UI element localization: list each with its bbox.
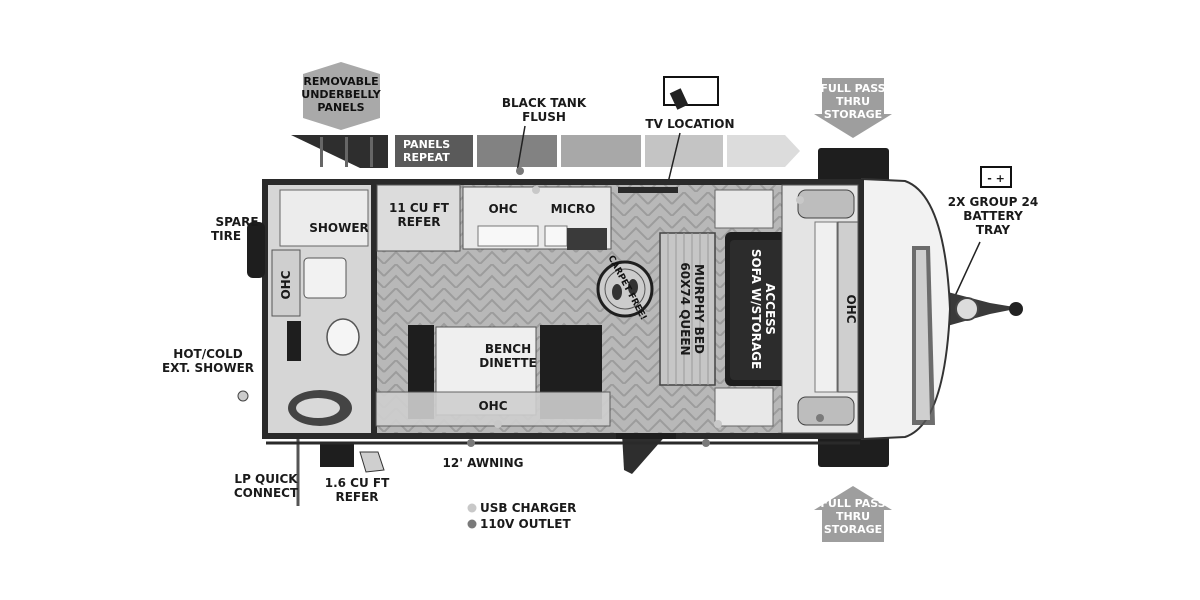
ohc-bath-label: OHC bbox=[279, 270, 293, 299]
battery-label-1: 2X GROUP 24 bbox=[948, 195, 1039, 209]
black-tank-label-1: BLACK TANK bbox=[502, 96, 587, 110]
ext-shower-icon bbox=[237, 390, 249, 402]
full-pass-top-2: THRU bbox=[836, 95, 870, 108]
lp-label-1: LP QUICK bbox=[234, 472, 298, 486]
usb-marker-icon bbox=[796, 196, 804, 204]
panels-repeat-label-1: PANELS bbox=[403, 138, 450, 151]
dinette-ohc bbox=[375, 391, 611, 427]
spare-tire-label-2: TIRE bbox=[211, 229, 241, 243]
refrigerator bbox=[376, 184, 461, 252]
micro-label: MICRO bbox=[551, 202, 596, 216]
black-tank-leader bbox=[516, 125, 526, 173]
murphy-bed-label-2: MURPHY BED bbox=[692, 264, 706, 354]
top-wheel-cover-icon bbox=[797, 189, 855, 219]
usb-marker-icon bbox=[714, 420, 722, 428]
underbelly-label-1: REMOVABLE bbox=[303, 75, 378, 88]
usb-marker-icon bbox=[494, 420, 502, 428]
outlet-marker-icon bbox=[516, 167, 524, 175]
lp-label-2: CONNECT bbox=[234, 486, 299, 500]
small-refer-icon bbox=[359, 451, 385, 473]
ext-shower-label-1: HOT/COLD bbox=[173, 347, 242, 361]
ohc-dinette-label: OHC bbox=[478, 399, 507, 413]
sofa-label-1: SOFA W/STORAGE bbox=[749, 249, 763, 369]
bath-wall bbox=[371, 185, 377, 433]
bottom-wheel-cover-icon bbox=[797, 396, 855, 426]
awning-label: 12' AWNING bbox=[443, 456, 524, 470]
usb-marker-icon bbox=[532, 186, 540, 194]
carpet-free-badge bbox=[596, 260, 654, 318]
usb-charger-legend-icon bbox=[467, 503, 477, 513]
underbelly-panels-bar bbox=[291, 135, 800, 168]
black-tank-label-2: FLUSH bbox=[522, 110, 566, 124]
ohc-front-label: OHC bbox=[844, 294, 858, 323]
underbelly-label-2: UNDERBELLY bbox=[301, 88, 381, 101]
bath-ohc bbox=[271, 249, 301, 317]
brand-logo-icon bbox=[912, 246, 935, 425]
outlet-legend-icon bbox=[467, 519, 477, 529]
kitchen-sink-icon bbox=[477, 225, 539, 247]
top-wheel-well bbox=[818, 148, 889, 182]
refer-11-label-1: 11 CU FT bbox=[389, 201, 450, 215]
bench-dinette-label-2: DINETTE bbox=[479, 356, 537, 370]
outlet-marker-icon bbox=[702, 439, 710, 447]
underbelly-arrow-icon bbox=[303, 62, 380, 130]
tv-location-label: TV LOCATION bbox=[645, 117, 734, 131]
bench-dinette-label-1: BENCH bbox=[485, 342, 531, 356]
sofa-arm-top bbox=[714, 189, 774, 229]
full-pass-bottom-arrow-icon bbox=[814, 486, 892, 542]
shower-label: SHOWER bbox=[309, 221, 369, 235]
full-pass-bottom-1: FULL PASS bbox=[820, 497, 885, 510]
tv-leader bbox=[666, 132, 681, 188]
spare-tire-label-1: SPARE bbox=[215, 215, 258, 229]
lp-quick-connect-box bbox=[320, 443, 354, 467]
panels-repeat-label-2: REPEAT bbox=[403, 151, 450, 164]
tv-icon bbox=[663, 76, 719, 110]
bath-cabinet bbox=[287, 321, 301, 361]
entry-door bbox=[622, 433, 668, 474]
battery-icon: - + bbox=[980, 166, 1012, 188]
battery-label-2: BATTERY bbox=[963, 209, 1023, 223]
bath-sink bbox=[303, 257, 347, 299]
full-pass-top-arrow-icon bbox=[814, 78, 892, 138]
refer-16-label-1: 1.6 CU FT bbox=[325, 476, 390, 490]
legend-usb-label: USB CHARGER bbox=[480, 501, 576, 515]
full-pass-top-3: STORAGE bbox=[824, 108, 882, 121]
ext-shower-label-2: EXT. SHOWER bbox=[162, 361, 254, 375]
legend: USB CHARGER 110V OUTLET bbox=[467, 501, 576, 531]
tv-mount bbox=[618, 187, 678, 193]
hitch-tongue bbox=[940, 290, 1023, 328]
outlet-marker-icon bbox=[467, 439, 475, 447]
refer-11-label-2: REFER bbox=[397, 215, 440, 229]
murphy-bed-label-1: 60X74 QUEEN bbox=[678, 262, 692, 355]
refer-16-label-2: REFER bbox=[335, 490, 378, 504]
front-cap bbox=[861, 177, 952, 441]
ohc-kitchen-label: OHC bbox=[488, 202, 517, 216]
full-pass-bottom-3: STORAGE bbox=[824, 523, 882, 536]
sofa-label-2: ACCESS bbox=[763, 283, 777, 335]
battery-label-3: TRAY bbox=[976, 223, 1011, 237]
svg-text:- +: - + bbox=[987, 172, 1005, 185]
legend-outlet-label: 110V OUTLET bbox=[480, 517, 571, 531]
full-pass-bottom-2: THRU bbox=[836, 510, 870, 523]
shower-stall bbox=[279, 189, 369, 247]
underbelly-label-3: PANELS bbox=[317, 101, 364, 114]
cooktop-icon bbox=[567, 228, 607, 250]
full-pass-top-1: FULL PASS bbox=[820, 82, 885, 95]
battery-leader bbox=[954, 241, 981, 297]
murphy-bed bbox=[659, 232, 716, 386]
spare-tire-icon bbox=[247, 222, 265, 278]
outlet-marker-icon bbox=[816, 414, 824, 422]
toilet-icon bbox=[326, 318, 360, 356]
sofa-arm-bottom bbox=[714, 387, 774, 427]
front-ohc bbox=[837, 221, 859, 393]
